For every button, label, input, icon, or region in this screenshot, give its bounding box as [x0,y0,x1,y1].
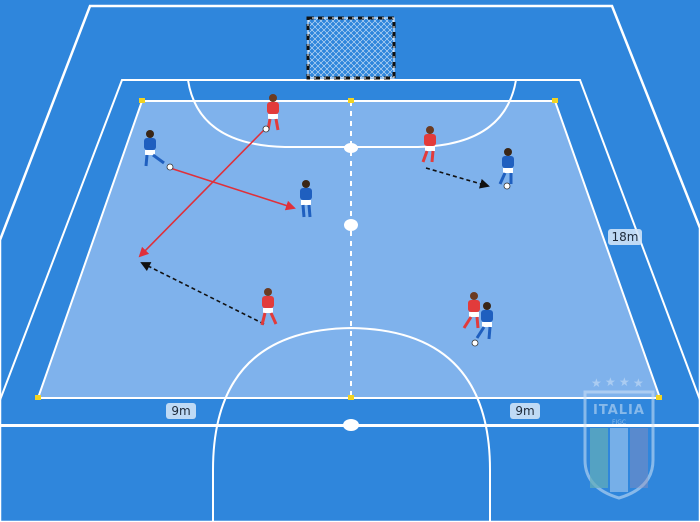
player-blue [475,302,493,340]
player-red [462,292,480,329]
player-blue [300,180,312,218]
player-blue [144,130,165,167]
player-blue [498,148,514,185]
star-icon: ★ [619,375,630,389]
star-icon: ★ [605,375,616,389]
second-penalty-spot [344,219,358,231]
pass-arrow [138,129,265,258]
cone [35,395,41,400]
player-red [260,288,278,326]
italia-logo-watermark: ★ ★ ★ ★ ITALIA FIGC [583,375,655,500]
ball [262,125,270,133]
star-icon: ★ [591,376,602,390]
dimension-label-left: 9m [166,403,196,419]
center-spot [343,419,359,431]
ball [503,182,511,190]
cone [656,395,662,400]
length-label-text: 18m [612,230,639,244]
cone [348,98,354,103]
run-arrow [425,167,490,189]
dimension-label-right: 9m [510,403,540,419]
right-width-label-text: 9m [515,404,534,418]
ball [471,339,479,347]
player-red [421,126,436,163]
cones [35,98,662,400]
logo-text: ITALIA [593,403,645,418]
cone [348,395,354,400]
dimension-label-length: 18m [608,229,642,245]
cone [552,98,558,103]
ball [166,163,174,171]
run-arrow [140,262,265,325]
court-outer-line [0,4,700,522]
goal [306,16,396,80]
pass-arrow [169,167,296,211]
penalty-spot [344,143,358,153]
cone [139,98,145,103]
logo-subtext: FIGC [612,419,626,426]
player-red [266,94,280,131]
left-width-label-text: 9m [171,404,190,418]
shield-icon [583,390,655,500]
center-circle [212,326,491,522]
outer-boundary-band [0,79,700,427]
star-icon: ★ [633,376,644,390]
